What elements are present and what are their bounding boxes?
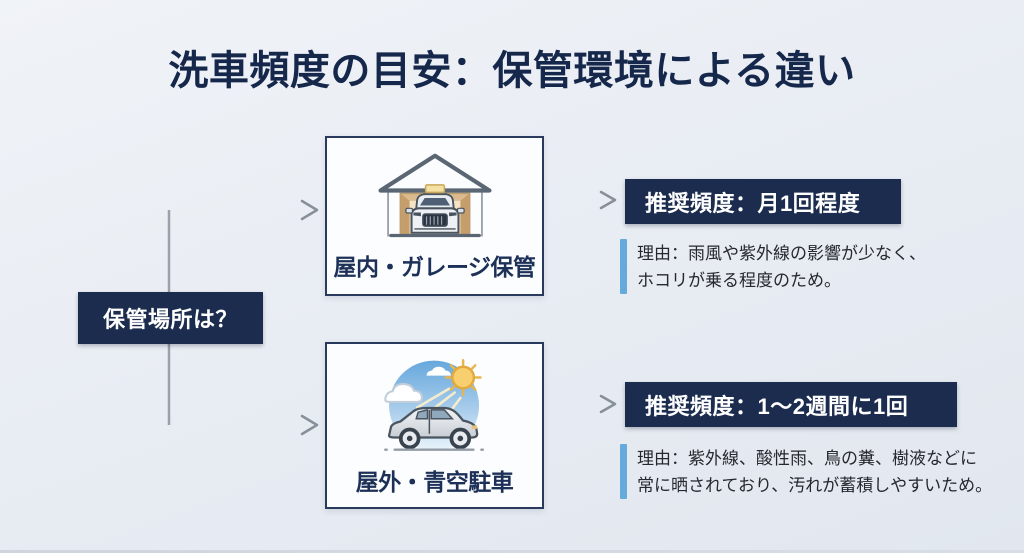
recommendation-text-indoor: 推奨頻度：月1回程度 (645, 190, 861, 216)
reason-accent-bar (620, 444, 627, 499)
reason-text-outdoor: 理由：紫外線、酸性雨、鳥の糞、樹液などに 常に晒されており、汚れが蓄積しやすいた… (637, 444, 992, 499)
reason-line: 理由：紫外線、酸性雨、鳥の糞、樹液などに (637, 449, 977, 468)
decision-box: 保管場所は？ (78, 292, 263, 344)
small-cloud-icon (426, 366, 451, 376)
reason-line: ホコリが乗る程度のため。 (637, 271, 841, 290)
decision-label: 保管場所は？ (102, 307, 238, 332)
recommendation-text-outdoor: 推奨頻度：1〜2週間に1回 (645, 393, 909, 419)
garage-car-icon (377, 153, 492, 237)
arrow-to-indoor-recommendation (546, 190, 617, 210)
branch-label-outdoor: 屋外・青空駐車 (355, 468, 514, 495)
reason-text-indoor: 理由：雨風や紫外線の影響が少なく、 ホコリが乗る程度のため。 (637, 239, 926, 294)
arrow-to-outdoor-recommendation (546, 394, 617, 414)
arrow-to-outdoor-box (169, 414, 319, 436)
arrow-to-indoor-box (169, 199, 319, 221)
page-title: 洗車頻度の目安：保管環境による違い (168, 49, 856, 93)
reason-line: 常に晒されており、汚れが蓄積しやすいため。 (637, 476, 993, 495)
garage-light-fixture (424, 183, 445, 193)
car-under-sun-icon (383, 358, 484, 451)
sun-icon (444, 358, 482, 396)
car-side-view (387, 406, 478, 449)
branch-label-indoor: 屋内・ガレージ保管 (333, 253, 536, 280)
recommendation-badge-outdoor: 推奨頻度：1〜2週間に1回 (625, 382, 957, 427)
reason-note-outdoor: 理由：紫外線、酸性雨、鳥の糞、樹液などに 常に晒されており、汚れが蓄積しやすいた… (620, 444, 992, 499)
branch-box-outdoor: 屋外・青空駐車 (325, 342, 544, 509)
reason-line: 理由：雨風や紫外線の影響が少なく、 (637, 244, 926, 263)
recommendation-badge-indoor: 推奨頻度：月1回程度 (625, 179, 901, 224)
bottom-edge-shadow (0, 550, 1024, 553)
big-cloud-icon (383, 382, 423, 403)
branch-box-indoor-garage: 屋内・ガレージ保管 (325, 136, 544, 296)
reason-note-indoor: 理由：雨風や紫外線の影響が少なく、 ホコリが乗る程度のため。 (620, 239, 926, 294)
reason-accent-bar (620, 239, 627, 294)
car-front-view (404, 192, 465, 234)
